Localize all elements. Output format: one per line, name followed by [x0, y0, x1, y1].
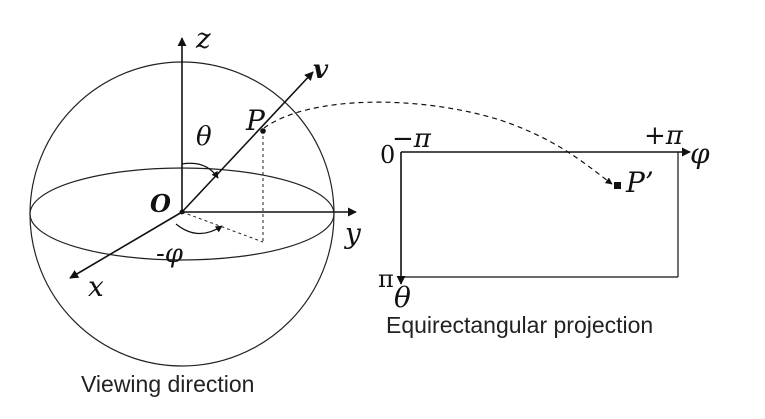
equirectangular-caption: Equirectangular projection [386, 312, 653, 338]
x-axis-label: x [88, 270, 104, 303]
y-axis-label: y [343, 217, 362, 250]
v-axis [181, 71, 314, 213]
point-p-prime-label: P’ [625, 166, 654, 199]
x-axis [69, 211, 183, 279]
theta-arc [181, 162, 219, 179]
z-axis-label: z [195, 22, 211, 55]
pi-label: π [378, 265, 394, 293]
point-p-prime [614, 182, 621, 189]
theta-axis-label: θ [394, 281, 411, 314]
zero-label: 0 [380, 141, 395, 169]
origin-point [179, 209, 185, 215]
minus-pi-label: −π [392, 124, 432, 154]
point-p [260, 128, 266, 134]
plus-pi-label: +π [644, 121, 684, 151]
theta-label: θ [196, 122, 212, 152]
viewing-direction-caption: Viewing direction [81, 371, 254, 397]
phi-label: -φ [156, 239, 184, 269]
phi-arc [175, 223, 223, 235]
p-foot-dashed [181, 211, 264, 243]
origin-label: O [150, 189, 171, 218]
v-axis-label: v [313, 55, 329, 85]
point-p-label: P [245, 104, 266, 137]
mapping-curve [263, 101, 613, 185]
phi-axis-label: φ [690, 137, 710, 170]
